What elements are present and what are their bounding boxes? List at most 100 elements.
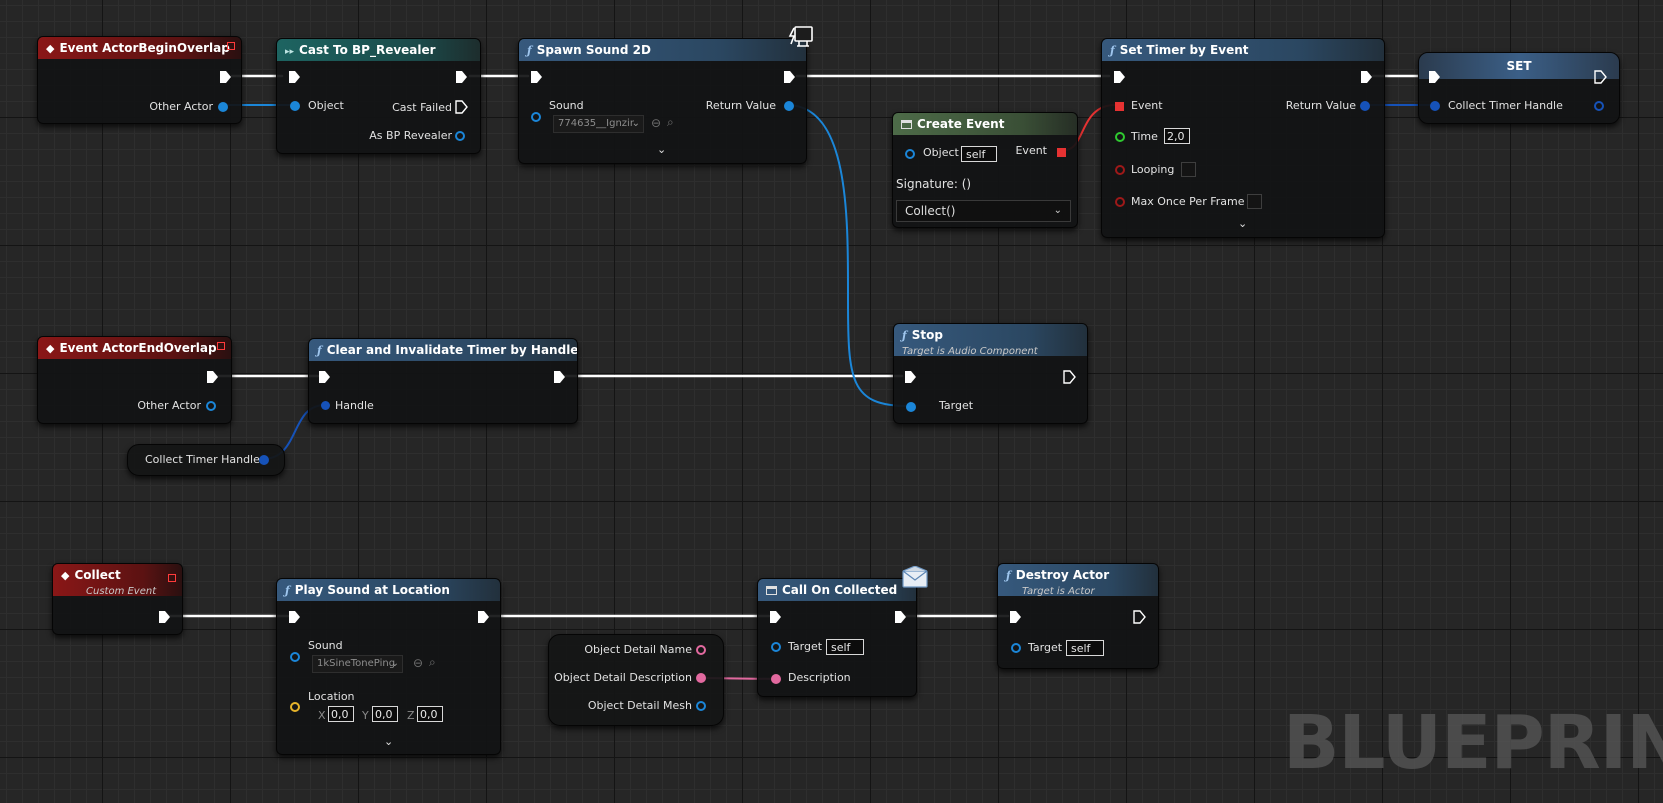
exec-out-pin[interactable] xyxy=(1359,70,1373,84)
cast-failed-exec-pin[interactable] xyxy=(454,100,468,114)
object-self-field[interactable]: self xyxy=(961,146,997,162)
node-header[interactable]: Create Event xyxy=(893,113,1077,135)
node-title: Call On Collected xyxy=(782,583,898,597)
timer-handle-return-pin[interactable] xyxy=(1360,101,1370,111)
exec-out-pin[interactable] xyxy=(552,370,566,384)
node-header[interactable]: Call On Collected xyxy=(758,579,916,601)
exec-out-pin[interactable] xyxy=(205,370,219,384)
exec-out-pin[interactable] xyxy=(1132,610,1146,624)
browse-asset-search-icon[interactable]: ⌕ xyxy=(429,655,436,669)
sound-asset-combo[interactable]: 1kSineTonePing⌄ xyxy=(312,655,403,673)
delegate-output-pin[interactable] xyxy=(168,574,176,582)
object-detail-getter[interactable]: Object Detail Name Object Detail Descrip… xyxy=(548,634,724,726)
event-actor-begin-overlap-node[interactable]: ◆Event ActorBeginOverlap Other Actor xyxy=(37,36,242,124)
max-once-per-frame-input-pin[interactable] xyxy=(1115,197,1125,207)
exec-in-pin[interactable] xyxy=(768,610,782,624)
node-title: Event ActorEndOverlap xyxy=(59,341,217,355)
object-detail-mesh-pin[interactable] xyxy=(696,701,706,711)
object-input-pin[interactable] xyxy=(290,101,300,111)
exec-out-pin[interactable] xyxy=(157,610,171,624)
browse-asset-search-icon[interactable]: ⌕ xyxy=(667,115,674,129)
delegate-output-pin[interactable] xyxy=(227,42,235,50)
location-input-pin[interactable] xyxy=(290,702,300,712)
collect-timer-handle-output-pin[interactable] xyxy=(1594,101,1604,111)
exec-out-pin[interactable] xyxy=(782,70,796,84)
exec-out-pin[interactable] xyxy=(1062,370,1076,384)
time-value-field[interactable]: 2,0 xyxy=(1164,128,1190,144)
sound-input-pin[interactable] xyxy=(290,652,300,662)
collect-timer-handle-output-pin[interactable] xyxy=(259,455,269,465)
create-event-node[interactable]: Create Event Object self Event Signature… xyxy=(892,112,1078,228)
exec-out-pin[interactable] xyxy=(476,610,490,624)
location-z-field[interactable]: 0,0 xyxy=(417,706,443,722)
node-header[interactable]: ◆Event ActorEndOverlap xyxy=(38,337,231,359)
target-input-pin[interactable] xyxy=(1011,643,1021,653)
exec-in-pin[interactable] xyxy=(287,610,301,624)
object-input-pin[interactable] xyxy=(905,149,915,159)
exec-in-pin[interactable] xyxy=(1008,610,1022,624)
max-once-per-frame-checkbox[interactable] xyxy=(1247,194,1262,209)
object-detail-name-pin[interactable] xyxy=(696,645,706,655)
target-self-field[interactable]: self xyxy=(826,639,864,655)
use-selected-asset-icon[interactable]: ⊖ xyxy=(651,116,662,130)
expand-chevron-icon[interactable]: ⌄ xyxy=(384,735,394,748)
function-select-dropdown[interactable]: Collect()⌄ xyxy=(896,200,1071,222)
target-input-pin[interactable] xyxy=(771,642,781,652)
event-delegate-input-pin[interactable] xyxy=(1115,102,1124,111)
cast-to-bp-revealer-node[interactable]: ▸▸Cast To BP_Revealer Object Cast Failed… xyxy=(276,38,481,154)
use-selected-asset-icon[interactable]: ⊖ xyxy=(413,656,424,670)
looping-input-pin[interactable] xyxy=(1115,165,1125,175)
node-header[interactable]: ◆Event ActorBeginOverlap xyxy=(38,37,241,59)
delegate-output-pin[interactable] xyxy=(217,342,225,350)
node-header[interactable]: ◆Collect Custom Event xyxy=(53,564,182,596)
location-y-field[interactable]: 0,0 xyxy=(372,706,398,722)
other-actor-pin[interactable] xyxy=(218,102,228,112)
time-input-pin[interactable] xyxy=(1115,132,1125,142)
collect-timer-handle-input-pin[interactable] xyxy=(1430,101,1440,111)
collect-custom-event-node[interactable]: ◆Collect Custom Event xyxy=(52,563,183,635)
set-collect-timer-handle-node[interactable]: SET Collect Timer Handle xyxy=(1418,52,1620,124)
node-header[interactable]: SET xyxy=(1419,53,1619,79)
looping-checkbox[interactable] xyxy=(1181,162,1196,177)
sound-asset-combo[interactable]: 774635__Ignzir⌄ xyxy=(553,115,644,133)
event-delegate-pin[interactable] xyxy=(1057,148,1066,157)
exec-in-pin[interactable] xyxy=(1112,70,1126,84)
expand-chevron-icon[interactable]: ⌄ xyxy=(657,143,667,156)
handle-input-pin[interactable] xyxy=(321,401,330,410)
target-input-pin[interactable] xyxy=(906,402,916,412)
exec-in-pin[interactable] xyxy=(903,370,917,384)
object-detail-description-pin[interactable] xyxy=(696,673,706,683)
exec-in-pin[interactable] xyxy=(317,370,331,384)
exec-out-pin[interactable] xyxy=(1593,70,1607,84)
exec-out-pin[interactable] xyxy=(893,610,907,624)
description-input-pin[interactable] xyxy=(771,674,781,684)
exec-in-pin[interactable] xyxy=(287,70,301,84)
return-value-pin[interactable] xyxy=(784,101,794,111)
node-header[interactable]: ▸▸Cast To BP_Revealer xyxy=(277,39,480,61)
other-actor-pin[interactable] xyxy=(206,401,216,411)
target-self-field[interactable]: self xyxy=(1066,640,1104,656)
expand-chevron-icon[interactable]: ⌄ xyxy=(1238,217,1248,230)
exec-out-pin[interactable] xyxy=(454,70,468,84)
sound-input-pin[interactable] xyxy=(531,112,541,122)
exec-in-pin[interactable] xyxy=(1427,70,1441,84)
event-actor-end-overlap-node[interactable]: ◆Event ActorEndOverlap Other Actor xyxy=(37,336,232,424)
exec-out-pin[interactable] xyxy=(218,70,232,84)
as-bp-revealer-pin[interactable] xyxy=(455,131,465,141)
collect-timer-handle-getter[interactable]: Collect Timer Handle xyxy=(127,444,285,476)
location-x-field[interactable]: 0,0 xyxy=(328,706,354,722)
exec-in-pin[interactable] xyxy=(529,70,543,84)
call-on-collected-node[interactable]: Call On Collected Target self Descriptio… xyxy=(757,578,917,697)
